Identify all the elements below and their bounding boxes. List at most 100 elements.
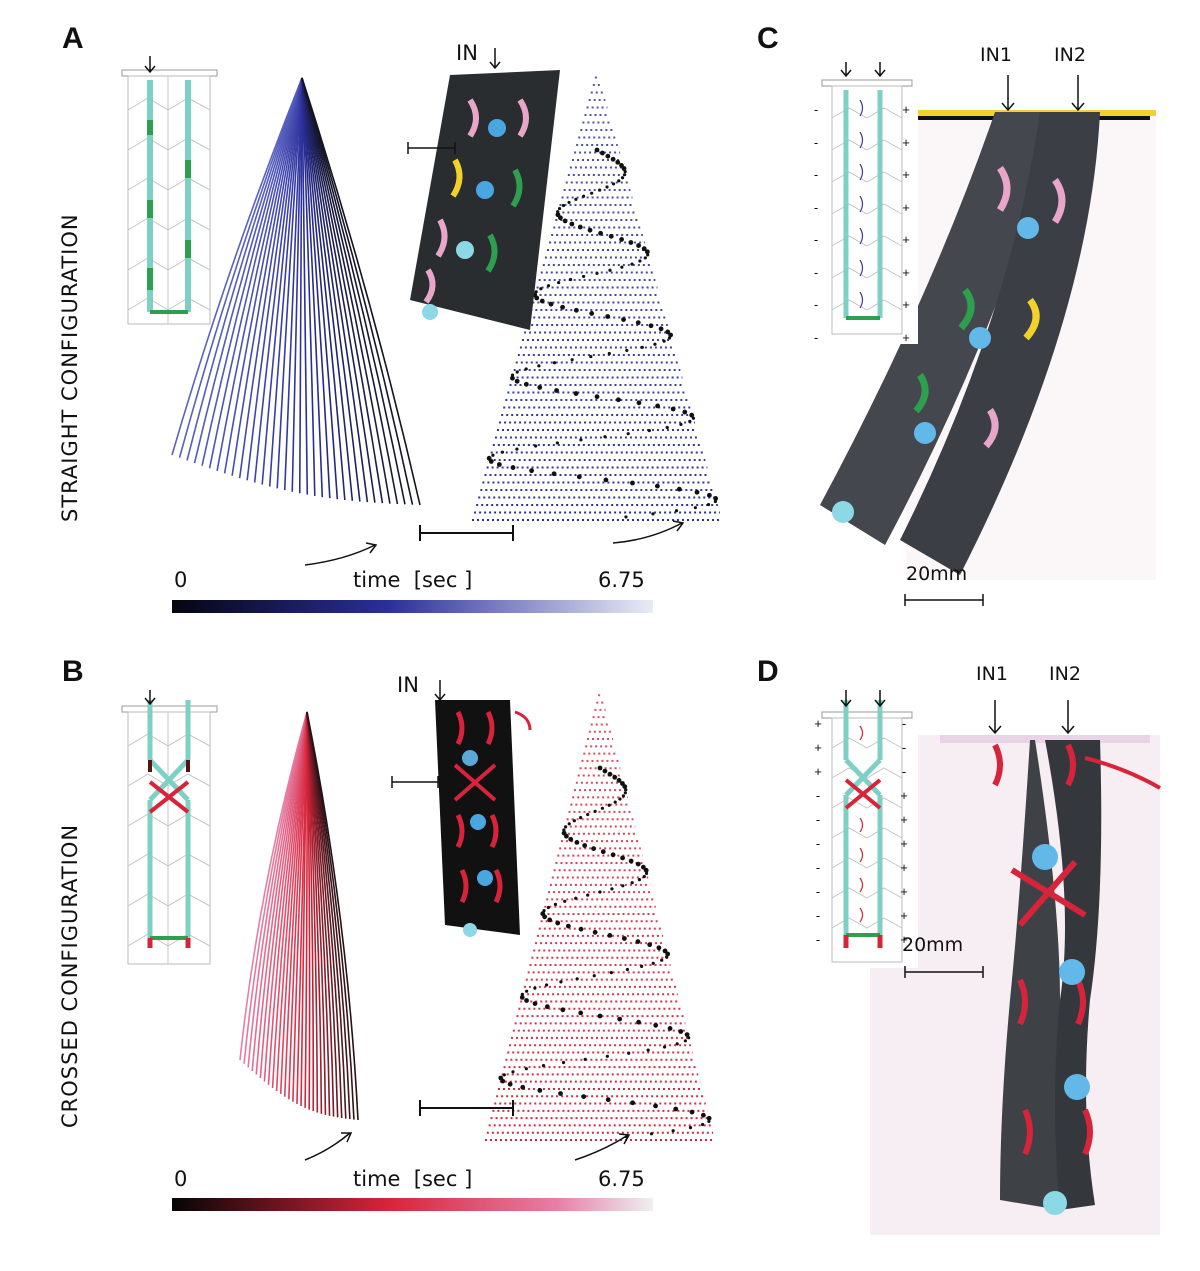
cone-spiral-dot — [635, 861, 641, 867]
cone-spiral-dot — [665, 425, 669, 430]
panel-a-letter: A — [62, 22, 84, 55]
panel-c-right-sign: + — [902, 102, 910, 117]
cone-spiral-dot — [520, 992, 524, 996]
cone-spiral-dot — [620, 176, 625, 180]
cone-spiral-dot — [491, 453, 495, 457]
panel-a-trajectory-cone — [472, 76, 722, 521]
cone-spiral-dot — [707, 1119, 711, 1123]
cone-spiral-dot — [562, 218, 568, 224]
cone-spiral-dot — [561, 1060, 566, 1065]
panel-d-left-sign: - — [815, 812, 821, 827]
cone-spiral-dot — [630, 1100, 636, 1106]
down-arrow-icon — [988, 700, 1002, 735]
cone-spiral-dot — [615, 159, 621, 165]
cone-spiral-dot — [608, 233, 614, 239]
cone-spiral-dot — [542, 914, 548, 920]
cone-spiral-dot — [603, 435, 607, 439]
cone-spiral-dot — [608, 268, 612, 272]
panel-b-schematic — [121, 690, 218, 965]
cone-spiral-dot — [625, 348, 629, 353]
cone-spiral-dot — [515, 447, 519, 451]
cone-spiral-dot — [558, 1091, 563, 1096]
panel-d-left-sign: - — [815, 932, 821, 947]
panel-c-left-sign: - — [813, 199, 819, 215]
panel-d-left-sign: - — [815, 884, 821, 899]
cone-spiral-dot — [651, 512, 655, 516]
cone-spiral-dot — [674, 509, 679, 513]
cone-spiral-dot — [599, 150, 605, 156]
panel-c-right-sign: + — [902, 232, 910, 247]
panel-d-left-sign: - — [815, 908, 821, 923]
cone-spiral-dot — [568, 277, 573, 282]
cone-spiral-dot — [700, 1112, 706, 1118]
cone-spiral-dot — [555, 920, 561, 926]
cone-spiral-dot — [665, 329, 671, 335]
cone-spiral-dot — [607, 771, 613, 777]
cone-spiral-dot — [524, 1067, 528, 1071]
cone-spiral-dot — [630, 881, 634, 885]
cone-spiral-dot — [581, 1094, 587, 1099]
cone-spiral-dot — [646, 253, 650, 257]
cone-spiral-dot — [592, 929, 598, 935]
cone-spiral-dot — [635, 320, 641, 326]
trajectory-line — [301, 77, 324, 498]
cone-spiral-dot — [607, 933, 613, 938]
cone-spiral-dot — [636, 400, 642, 406]
cone-spiral-dot — [576, 474, 582, 480]
cone-spiral-dot — [644, 871, 649, 876]
trajectory-line — [186, 77, 303, 461]
cone-spiral-dot — [537, 1088, 543, 1093]
panel-d-left-sign: + — [814, 764, 822, 779]
down-arrow-icon — [1071, 75, 1085, 112]
cone-spiral-dot — [575, 977, 579, 981]
cone-spiral-dot — [496, 462, 502, 467]
trajectory-line — [301, 77, 316, 496]
cone-spiral-dot — [578, 926, 584, 932]
trajectory-line — [301, 77, 391, 504]
panel-c-right-sign: + — [902, 199, 910, 215]
cone-spiral-dot — [610, 852, 616, 858]
panel-d-in1-label: IN1 — [976, 663, 1008, 685]
trajectory-line — [253, 77, 303, 483]
cone-spiral-dot — [653, 1022, 659, 1028]
cone-spiral-dot — [627, 1051, 631, 1055]
panel-d-right-sign: - — [901, 740, 907, 755]
cone-spiral-dot — [647, 942, 653, 948]
panel-c-in2-label: IN2 — [1054, 44, 1086, 66]
panel-d-left-sign: + — [814, 740, 822, 755]
cone-spiral-dot — [612, 774, 618, 780]
cone-spiral-dot — [673, 1106, 679, 1112]
cone-spiral-dot — [594, 147, 600, 153]
panel-b-colorbar — [172, 1198, 653, 1211]
cone-spiral-dot — [713, 499, 717, 504]
cone-spiral-dot — [597, 1013, 603, 1019]
panel-a-trajectory-fan — [171, 77, 421, 506]
cone-spiral-dot — [594, 394, 600, 400]
panel-a-schematic — [121, 56, 218, 325]
cone-spiral-dot — [579, 816, 583, 820]
cone-spiral-dot — [603, 477, 609, 483]
cone-spiral-dot — [637, 878, 642, 882]
trajectory-line — [279, 711, 308, 1094]
cone-spiral-dot — [706, 502, 711, 507]
cone-spiral-dot — [553, 902, 558, 907]
trajectory-line — [276, 77, 303, 489]
trajectory-line — [238, 77, 303, 479]
panel-a-time-label: time [sec ] — [353, 568, 473, 592]
cone-spiral-dot — [510, 375, 515, 381]
cone-spiral-dot — [529, 468, 534, 474]
cone-spiral-dot — [623, 791, 627, 795]
cone-spiral-dot — [595, 271, 599, 275]
panel-b-time-end: 6.75 — [598, 1167, 645, 1191]
cone-spiral-dot — [613, 800, 617, 804]
cone-spiral-dot — [619, 237, 624, 242]
cone-spiral-dot — [525, 989, 529, 993]
cone-spiral-dot — [683, 1039, 687, 1043]
panel-b-trajectory-cone — [485, 694, 715, 1141]
trajectory-line — [275, 711, 308, 1092]
cone-spiral-dot — [574, 896, 578, 900]
panel-a-time-start: 0 — [174, 568, 188, 592]
trajectory-line — [263, 711, 308, 1082]
cone-spiral-dot — [600, 806, 605, 810]
